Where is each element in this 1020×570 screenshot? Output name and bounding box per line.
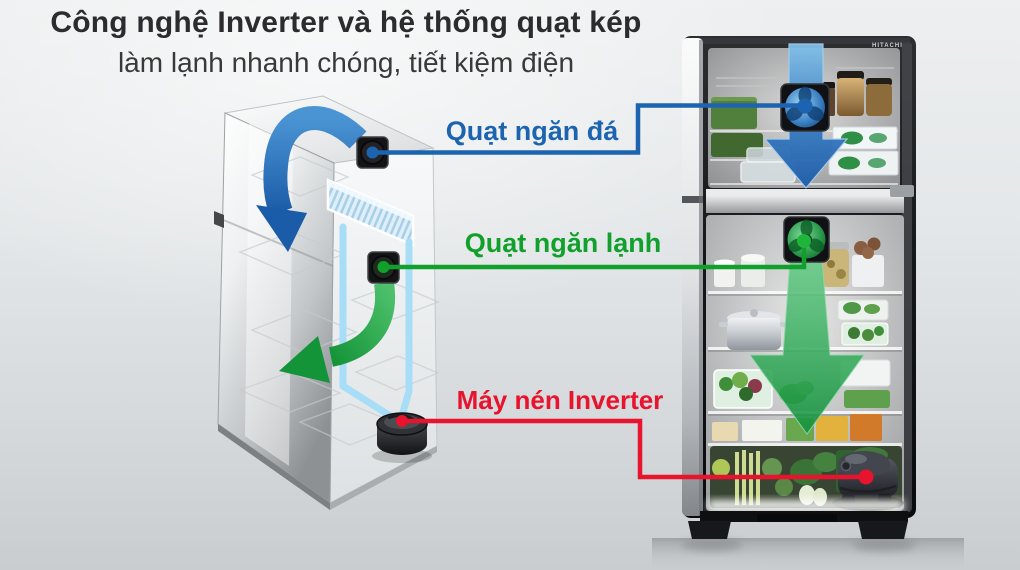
- callout-compressor-label: Máy nén Inverter: [456, 385, 664, 415]
- freezer-fan-connector-line: [372, 103, 801, 155]
- compartment-divider: [706, 185, 914, 213]
- photo-fridge: [652, 36, 964, 570]
- cooling-airflow-arrow-sketch: [279, 281, 396, 383]
- cooling-airflow-arrow: [749, 259, 865, 435]
- door-seam: [220, 218, 334, 267]
- callout-freezer-fan-label: Quạt ngăn đá: [445, 116, 619, 146]
- page-title: Công nghệ Inverter và hệ thống quạt kép: [50, 6, 642, 39]
- evaporator: [326, 178, 415, 247]
- door-edge: [682, 38, 703, 516]
- compressor-connector-line: [402, 418, 862, 480]
- callout-connectors: [366, 98, 874, 485]
- brand-logo: HITACHI: [872, 43, 903, 49]
- wireframe-fridge: [214, 95, 440, 510]
- refrigerant-tubes: [339, 223, 413, 423]
- callout-cooling-fan-label: Quạt ngăn lạnh: [464, 228, 662, 258]
- page-subtitle: làm lạnh nhanh chóng, tiết kiệm điện: [117, 47, 575, 78]
- fridge-foot-right: [858, 521, 908, 539]
- cooling-fan-connector-line: [383, 243, 807, 270]
- freezer-airflow-arrow-sketch: [256, 106, 367, 252]
- wireframe-compressor: [372, 412, 432, 463]
- fridge-foot-left: [688, 521, 731, 539]
